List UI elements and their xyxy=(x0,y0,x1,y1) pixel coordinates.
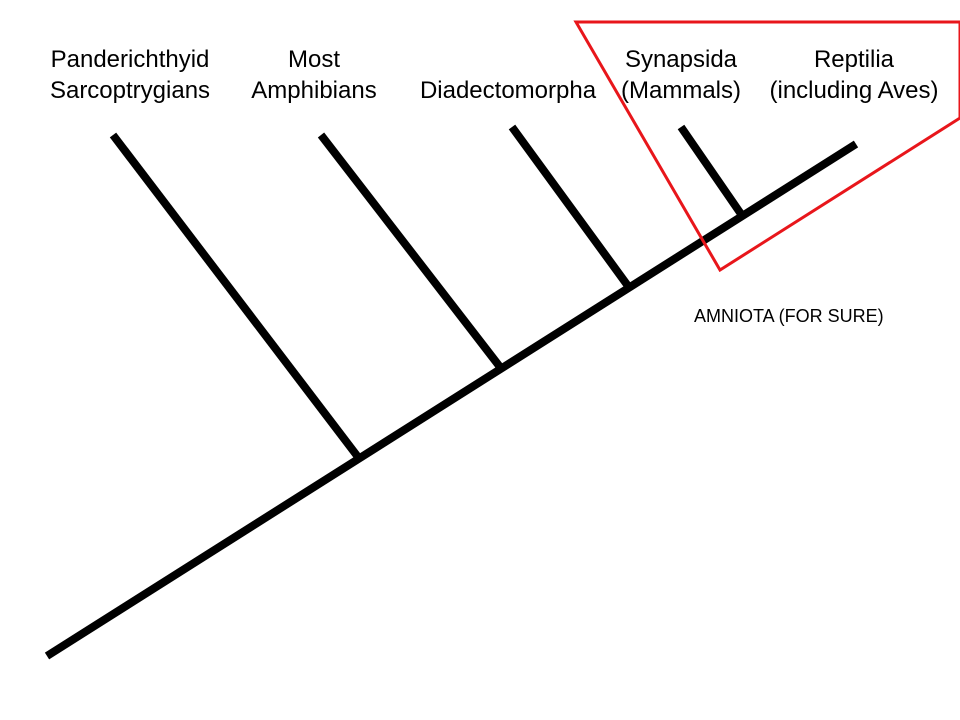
branch-diadectomorpha xyxy=(508,124,632,289)
branch-synapsida xyxy=(677,124,745,217)
branch-panderichthyid xyxy=(109,132,362,460)
label-amphibians: Most Amphibians xyxy=(251,44,376,106)
label-reptilia-line2: (including Aves) xyxy=(769,77,939,104)
label-synapsida: Synapsida (Mammals) xyxy=(621,44,741,106)
cladogram-trunk xyxy=(44,140,859,660)
amniota-clade-label: AMNIOTA (FOR SURE) xyxy=(694,306,884,326)
label-diadectomorpha-line1 xyxy=(420,44,596,75)
label-synapsida-line1: Synapsida xyxy=(624,46,738,73)
branch-amphibians xyxy=(317,132,504,370)
label-panderichthyid: Panderichthyid Sarcoptrygians xyxy=(50,44,210,106)
label-diadectomorpha: Diadectomorpha xyxy=(420,44,596,106)
label-amphibians-line2: Amphibians xyxy=(251,77,377,104)
label-diadectomorpha-line2: Diadectomorpha xyxy=(419,77,597,104)
label-reptilia: Reptilia (including Aves) xyxy=(770,44,939,106)
label-panderichthyid-line2: Sarcoptrygians xyxy=(49,77,211,104)
label-synapsida-line2: (Mammals) xyxy=(621,77,741,104)
label-panderichthyid-line1: Panderichthyid xyxy=(50,46,210,73)
amniota-highlight-outline xyxy=(573,20,960,273)
label-amphibians-line1: Most xyxy=(287,46,340,73)
label-reptilia-line1: Reptilia xyxy=(813,46,895,73)
